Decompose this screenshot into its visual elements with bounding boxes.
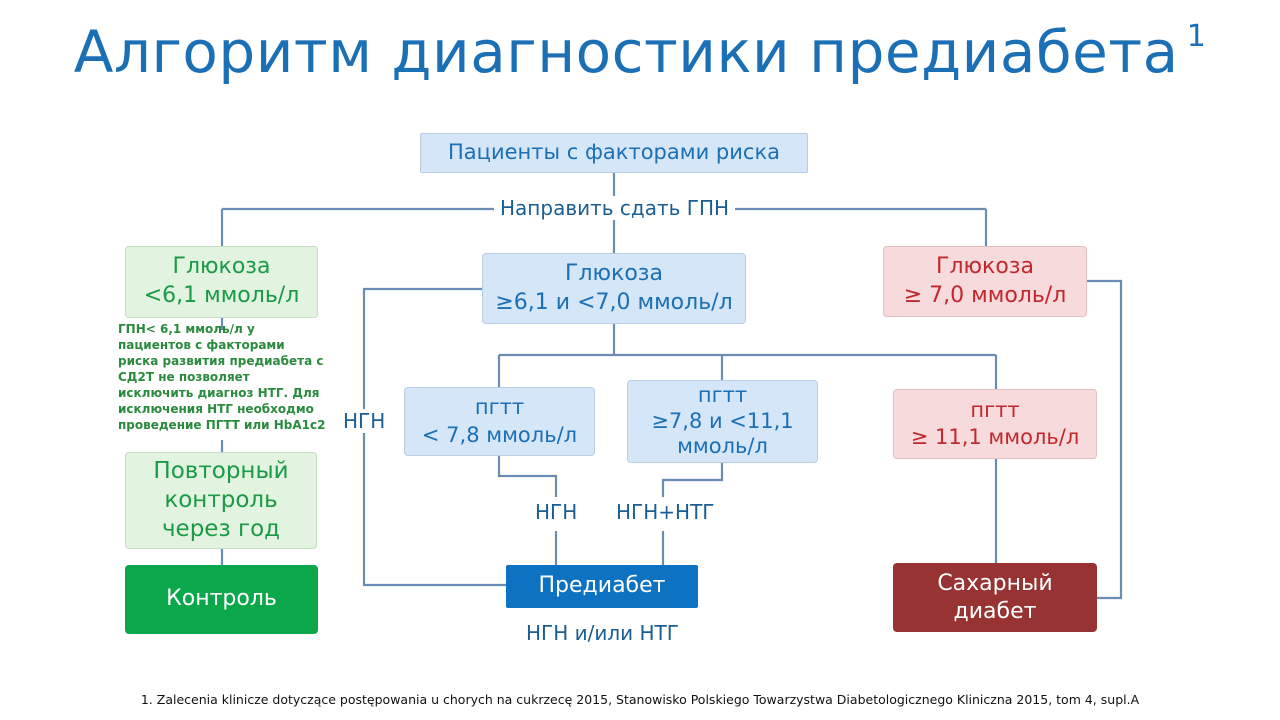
glucose-mid-value: ≥6,1 и <7,0 ммоль/л bbox=[495, 289, 733, 315]
send-fpg-label: Направить сдать ГПН bbox=[494, 196, 736, 220]
ogtt-mid-unit: ммоль/л bbox=[677, 434, 768, 459]
glucose-high-value: ≥ 7,0 ммоль/л bbox=[903, 282, 1067, 308]
ogtt-low-box: пгтт < 7,8 ммоль/л bbox=[404, 387, 595, 456]
control-label: Контроль bbox=[166, 586, 277, 612]
glucose-mid-title: Глюкоза bbox=[565, 260, 663, 286]
ogtt-high-value: ≥ 11,1 ммоль/л bbox=[910, 425, 1080, 449]
ogtt-high-title: пгтт bbox=[970, 397, 1020, 422]
repeat-control-box: Повторный контроль через год bbox=[125, 452, 317, 549]
repeat-control-line2: контроль bbox=[164, 487, 278, 514]
title-footnote-marker: 1 bbox=[1186, 18, 1207, 54]
ogtt-mid-value: ≥7,8 и <11,1 bbox=[651, 408, 794, 433]
diabetes-box: Сахарный диабет bbox=[893, 563, 1097, 632]
repeat-control-line1: Повторный bbox=[153, 458, 289, 485]
control-box: Контроль bbox=[125, 565, 318, 634]
glucose-high-title: Глюкоза bbox=[936, 253, 1034, 279]
ogtt-mid-title: пгтт bbox=[697, 383, 748, 408]
glucose-low-value: <6,1 ммоль/л bbox=[143, 283, 300, 308]
ngn-mid-label: НГН bbox=[529, 500, 584, 524]
ogtt-low-value: < 7,8 ммоль/л bbox=[421, 422, 578, 447]
diabetes-line1: Сахарный bbox=[937, 571, 1053, 596]
patients-risk-factors-label: Пациенты с факторами риска bbox=[448, 140, 780, 165]
glucose-low-box: Глюкоза <6,1 ммоль/л bbox=[125, 246, 318, 318]
patients-risk-factors-box: Пациенты с факторами риска bbox=[420, 133, 808, 173]
prediabetes-label: Предиабет bbox=[538, 573, 666, 599]
ogtt-low-title: пгтт bbox=[474, 395, 525, 420]
prediabetes-sub-label: НГН и/или НТГ bbox=[520, 621, 685, 645]
prediabetes-box: Предиабет bbox=[506, 565, 698, 608]
ogtt-mid-box: пгтт ≥7,8 и <11,1 ммоль/л bbox=[627, 380, 818, 463]
ngn-ntg-label: НГН+НТГ bbox=[610, 500, 721, 524]
ngn-left-label: НГН bbox=[337, 409, 392, 433]
ogtt-high-box: пгтт ≥ 11,1 ммоль/л bbox=[893, 389, 1097, 459]
glucose-low-title: Глюкоза bbox=[172, 254, 271, 280]
title-text: Алгоритм диагностики предиабета bbox=[73, 18, 1179, 86]
repeat-control-line3: через год bbox=[161, 515, 281, 542]
diabetes-line2: диабет bbox=[953, 598, 1037, 624]
glucose-mid-box: Глюкоза ≥6,1 и <7,0 ммоль/л bbox=[482, 253, 746, 324]
footnote: 1. Zalecenia kliniczе dotyczące postępow… bbox=[140, 692, 1140, 707]
glucose-high-box: Глюкоза ≥ 7,0 ммоль/л bbox=[883, 246, 1087, 317]
fpg-note: ГПН< 6,1 ммоль/л у пациентов с факторами… bbox=[118, 322, 326, 432]
